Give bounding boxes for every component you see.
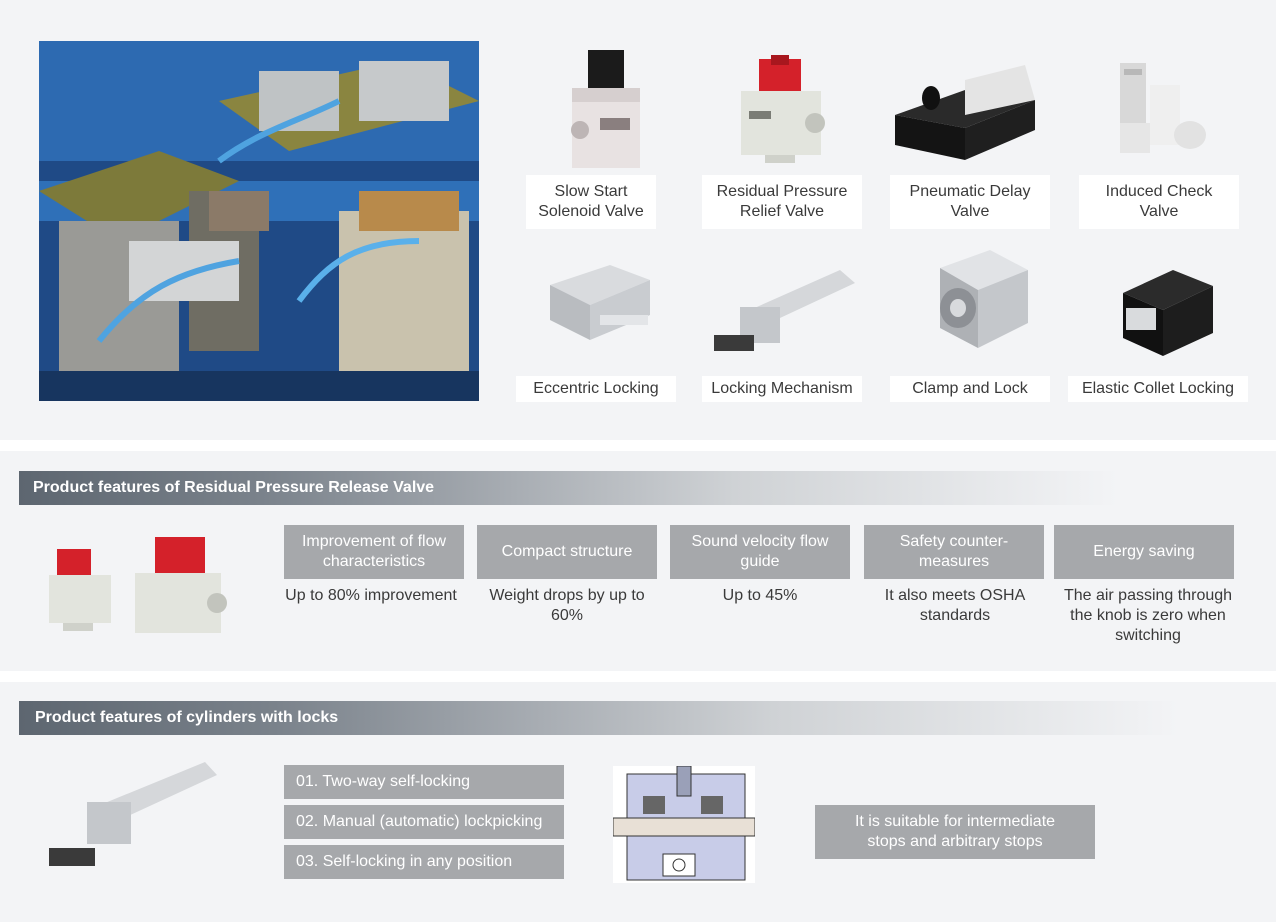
product-label[interactable]: Pneumatic Delay Valve [890,175,1050,229]
feature-description: The air passing through the knob is zero… [1063,587,1233,644]
product-label[interactable]: Clamp and Lock [890,376,1050,402]
product-label[interactable]: Locking Mechanism [702,376,862,402]
product-label[interactable]: Induced Check Valve [1079,175,1239,229]
product-label[interactable]: Slow Start Solenoid Valve [526,175,656,229]
lock-feature-item: 02. Manual (automatic) lockpicking [284,805,564,839]
product-label[interactable]: Eccentric Locking [516,376,676,402]
lock-feature-item: 03. Self-locking in any position [284,845,564,879]
lock-cylinder-icon [45,760,220,875]
cross-section-diagram [613,766,755,883]
lock-mechanism-icon [710,265,855,365]
feature-heading: Energy saving [1054,525,1234,579]
section-title: Product features of Residual Pressure Re… [19,471,1119,505]
feature-heading: Compact structure [477,525,657,579]
feature-heading: Sound velocity flow guide [670,525,850,579]
product-label[interactable]: Residual Pressure Relief Valve [702,175,862,229]
clamp-lock-icon [920,248,1030,353]
feature-description: It also meets OSHA standards [884,587,1026,624]
relief-valve-icon [45,535,230,635]
relief-valve-icon [735,55,825,165]
eccentric-lock-icon [540,255,655,355]
collet-lock-icon [1118,258,1218,358]
feature-heading: Improvement of flow characteristics [284,525,464,579]
product-overview-panel: Slow Start Solenoid Valve Residual Press… [0,0,1276,440]
feature-heading: Safety counter-measures [864,525,1044,579]
section-title: Product features of cylinders with locks [19,701,1179,735]
lock-feature-item: 01. Two-way self-locking [284,765,564,799]
feature-description: Weight drops by up to 60% [489,587,645,624]
suitability-note: It is suitable for intermediate stops an… [815,805,1095,859]
feature-description: Up to 45% [722,587,798,604]
check-valve-icon [1110,55,1210,165]
feature-description: Up to 80% improvement [285,587,457,604]
factory-photo [39,41,479,401]
delay-valve-icon [895,60,1035,160]
solenoid-valve-icon [560,48,650,173]
product-label[interactable]: Elastic Collet Locking [1068,376,1248,402]
